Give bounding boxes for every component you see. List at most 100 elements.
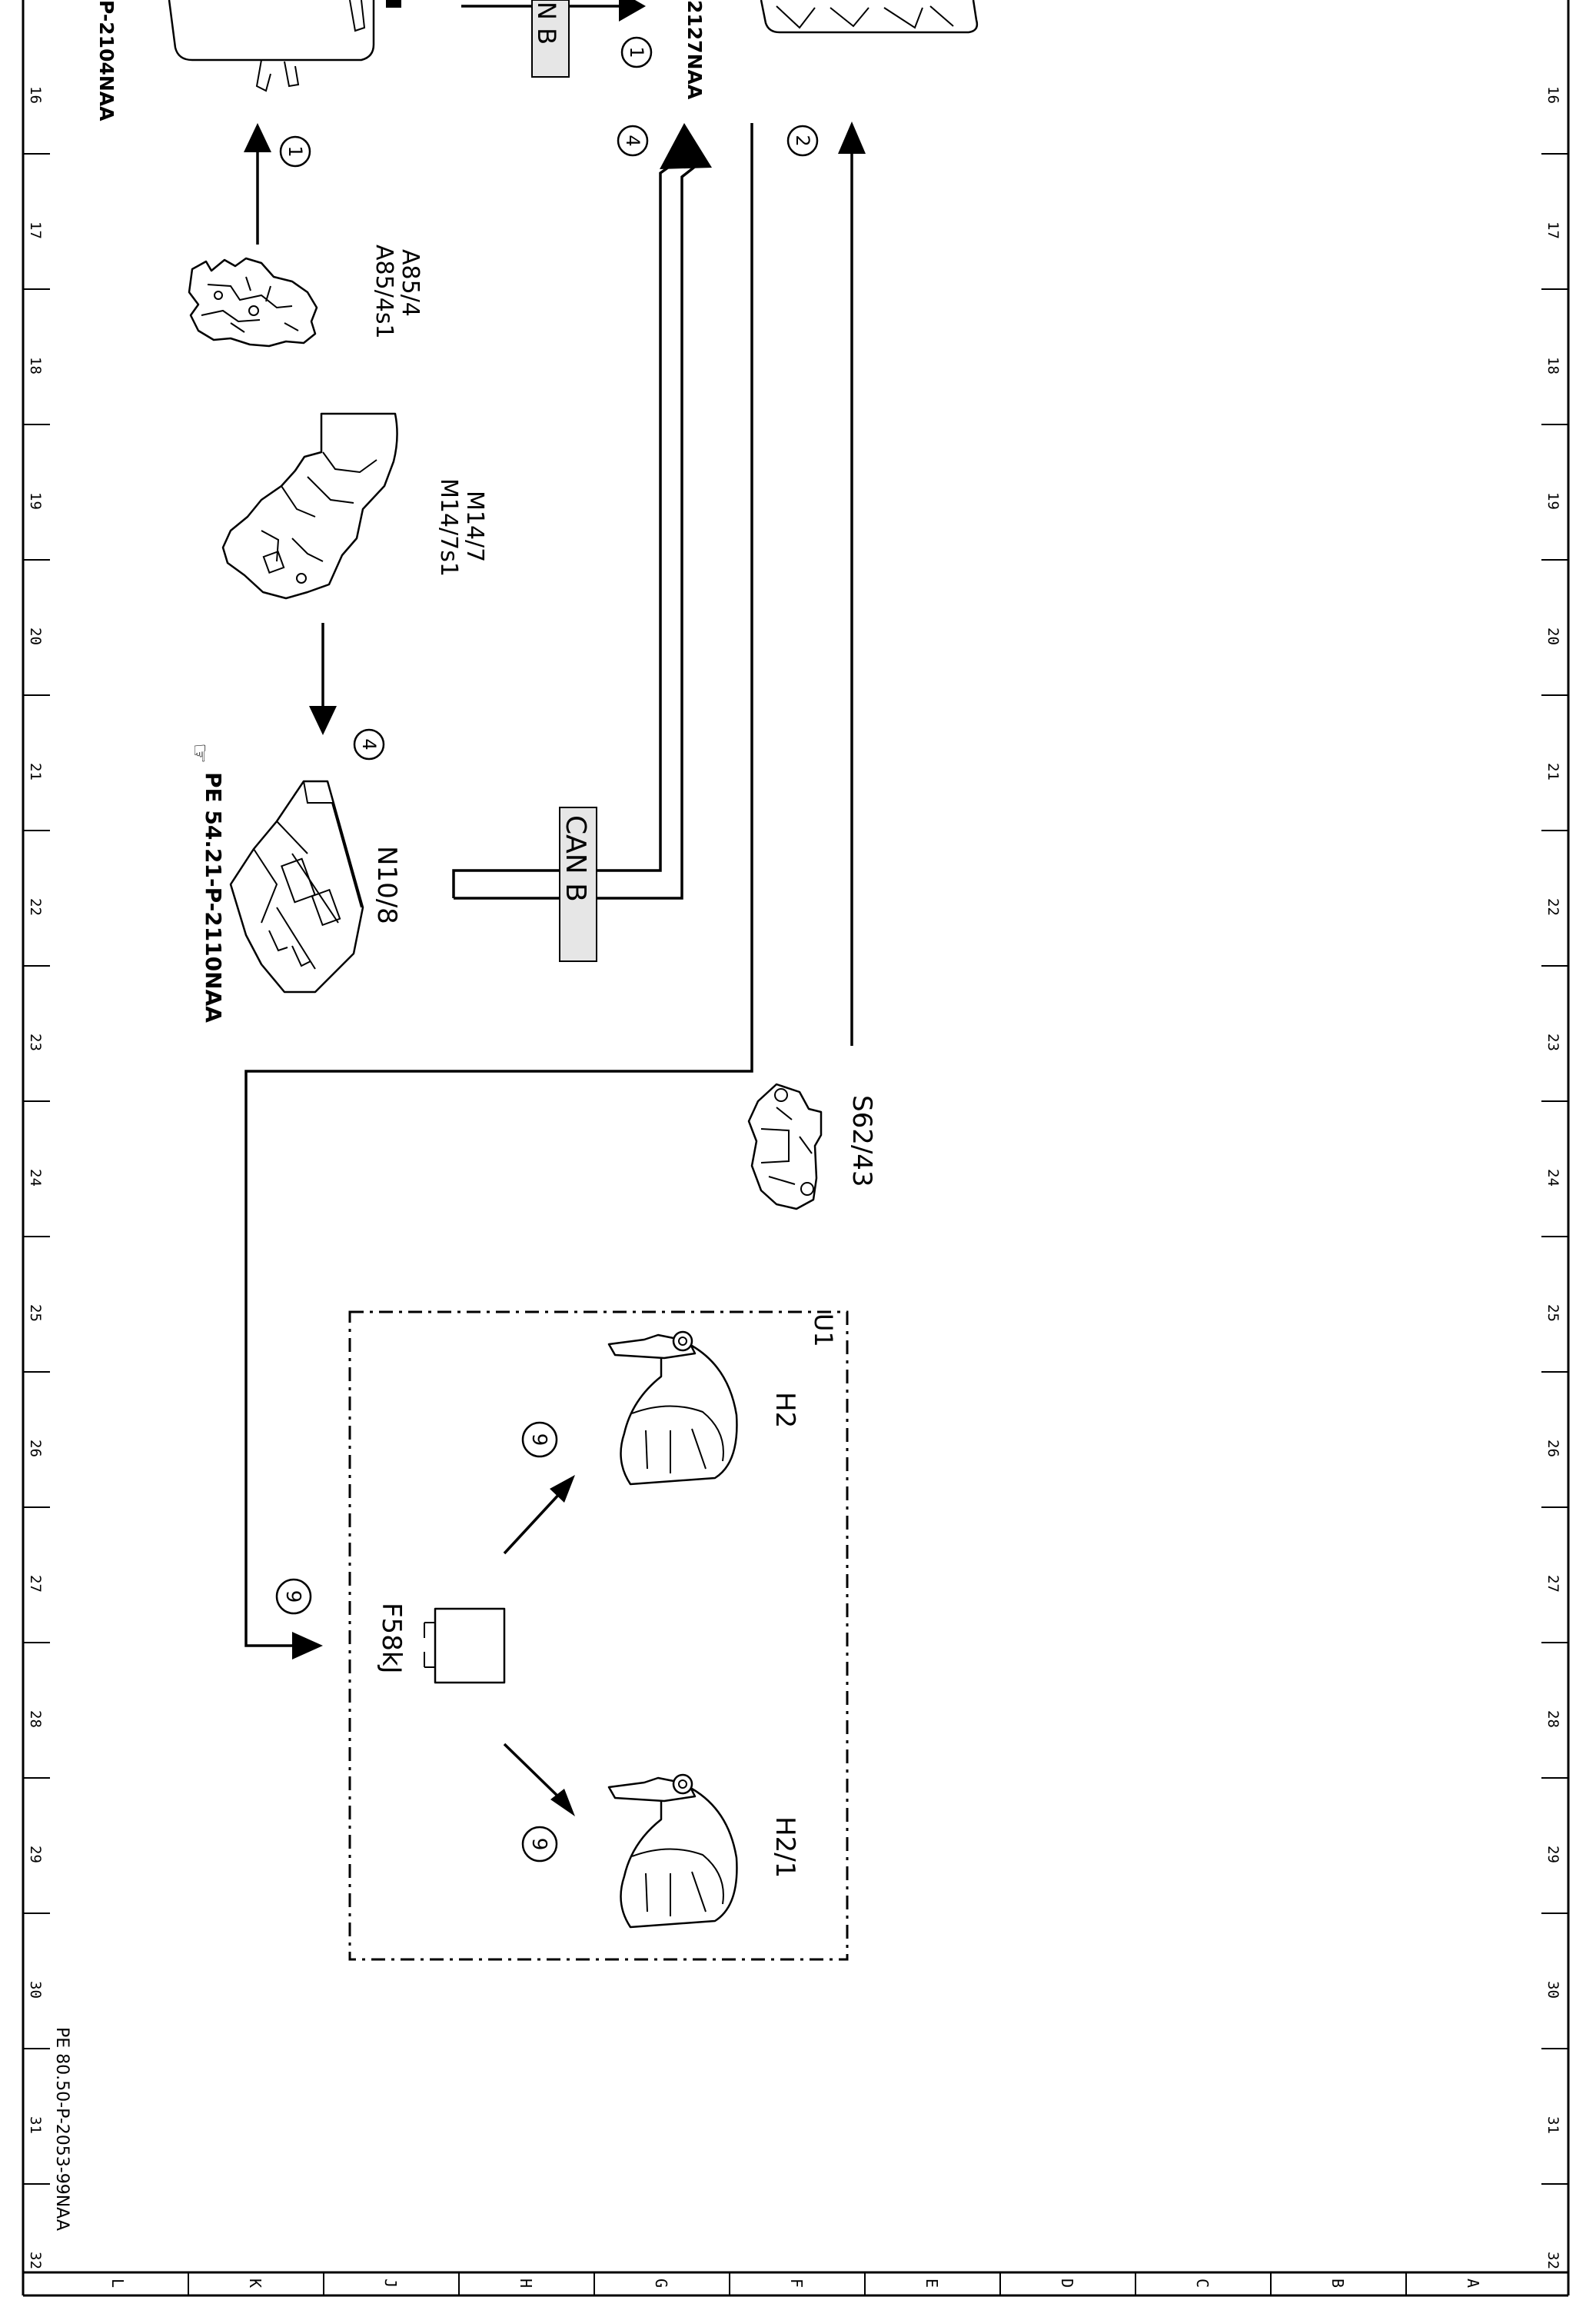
- callout-4-mid: 4: [353, 728, 385, 761]
- arrow-to-h2: [503, 1490, 563, 1555]
- grid-row-25-left: 25: [27, 1304, 44, 1322]
- grid-row-21-right: 21: [1544, 763, 1561, 781]
- can-b-bus: CAN B: [452, 123, 712, 962]
- grid-row-30-right: 30: [1544, 1981, 1561, 1999]
- grid-row-26-left: 26: [27, 1440, 44, 1457]
- grid-row-23-right: 23: [1544, 1034, 1561, 1051]
- grid-row-16-right: 16: [1544, 86, 1561, 104]
- m14-7s1-label: M14/7s1: [435, 478, 462, 577]
- grid-row-29-left: 29: [27, 1846, 44, 1863]
- top-right-connector-partial: [760, 0, 979, 34]
- svg-text:4: 4: [358, 738, 380, 750]
- grid-row-18-left: 18: [27, 357, 44, 375]
- grid-col-A: A: [1464, 2279, 1482, 2288]
- grid-col-H: H: [517, 2279, 535, 2288]
- callout-1-left: 1: [279, 135, 311, 168]
- n10-8-label: N10/8: [371, 846, 402, 924]
- main-feed-wire: [244, 123, 753, 1660]
- grid-row-19-left: 19: [27, 492, 44, 510]
- can-b-label: CAN B: [560, 815, 591, 902]
- h2-1-label: H2/1: [770, 1816, 800, 1878]
- grid-row-22-right: 22: [1544, 898, 1561, 916]
- grid-row-24-left: 24: [27, 1169, 44, 1187]
- svg-text:1: 1: [626, 46, 647, 58]
- u1-label: U1: [809, 1313, 838, 1347]
- f58kj-label: F58kJ: [376, 1603, 407, 1674]
- grid-row-19-right: 19: [1544, 492, 1561, 510]
- grid-row-29-right: 29: [1544, 1846, 1561, 1863]
- grid-row-20-left: 20: [27, 628, 44, 645]
- pe-reference-text: PE 54.21-P-2110NAA: [201, 772, 226, 1023]
- top-can-b-partial-link: N B: [461, 0, 646, 78]
- top-partial-ref: 2127NAA: [683, 0, 706, 100]
- callout-9-main: 9: [275, 1578, 312, 1615]
- svg-text:4: 4: [622, 135, 643, 146]
- svg-text:1: 1: [284, 145, 306, 157]
- grid-row-32-right: 32: [1544, 2252, 1561, 2269]
- top-left-module-partial: P-2104NAA: [95, 0, 401, 122]
- fuse-f58kj: [424, 1607, 506, 1684]
- grid-row-23-left: 23: [27, 1034, 44, 1051]
- u1-enclosure: U1: [348, 1310, 849, 1961]
- grid-row-20-right: 20: [1544, 628, 1561, 645]
- svg-text:2: 2: [792, 135, 813, 146]
- hand-pointer-icon: ☞: [186, 743, 213, 764]
- grid-row-17-right: 17: [1544, 221, 1561, 239]
- grid-col-B: B: [1328, 2279, 1347, 2288]
- horn-h2: [607, 1330, 738, 1486]
- arrow-can-b-up: [660, 123, 712, 169]
- grid-row-17-left: 17: [27, 221, 44, 239]
- grid-row-28-right: 28: [1544, 1710, 1561, 1728]
- grid-col-L: L: [108, 2279, 127, 2288]
- grid-row-28-left: 28: [27, 1710, 44, 1728]
- grid-row-18-right: 18: [1544, 357, 1561, 375]
- callout-4-top: 4: [617, 125, 649, 157]
- grid-row-labels: 16 17 18 19 20 21 22 23 24 25 26 27 28 2…: [23, 86, 1568, 2269]
- grid-col-J: J: [381, 2279, 400, 2288]
- grid-row-24-right: 24: [1544, 1169, 1561, 1187]
- svg-text:9: 9: [527, 1838, 550, 1851]
- callout-1-mid: 1: [620, 36, 653, 68]
- callout-9-h2-1: 9: [521, 1826, 558, 1863]
- arrow-s62-up: [838, 122, 866, 154]
- grid-column-labels: L K J H G F E D C B A: [108, 2272, 1482, 2295]
- s62-43-label: S62/43: [846, 1095, 877, 1187]
- grid-row-32-left: 32: [27, 2252, 44, 2269]
- grid-row-25-right: 25: [1544, 1304, 1561, 1322]
- a85-4-label: A85/4: [397, 249, 424, 317]
- left-partial-ref: P-2104NAA: [95, 0, 118, 122]
- arrow-m14-down: [309, 706, 337, 735]
- horn-h2-1: [607, 1773, 738, 1929]
- switch-s62-43: [747, 1083, 823, 1210]
- callout-2: 2: [786, 125, 819, 157]
- grid-row-30-left: 30: [27, 1981, 44, 1999]
- grid-row-27-right: 27: [1544, 1575, 1561, 1593]
- a85-4s1-label: A85/4s1: [371, 245, 397, 339]
- grid-col-E: E: [923, 2279, 941, 2288]
- door-lock-unit-a85-4: [188, 257, 318, 348]
- callout-9-h2: 9: [521, 1421, 558, 1458]
- grid-col-F: F: [787, 2279, 806, 2288]
- grid-row-31-right: 31: [1544, 2116, 1561, 2134]
- arrow-a85-up: [244, 123, 271, 152]
- arrow-to-h2-1: [503, 1743, 563, 1801]
- can-b-partial-label: N B: [532, 2, 561, 45]
- grid-col-D: D: [1058, 2279, 1076, 2288]
- grid-row-21-left: 21: [27, 763, 44, 781]
- actuator-m14-7: [221, 412, 398, 600]
- document-reference: PE 80.50-P-2053-99NAA: [52, 2027, 71, 2231]
- grid-row-26-right: 26: [1544, 1440, 1561, 1457]
- grid-row-22-left: 22: [27, 898, 44, 916]
- pe-reference: ☞ PE 54.21-P-2110NAA: [186, 743, 226, 1023]
- svg-text:9: 9: [281, 1590, 304, 1603]
- grid-col-C: C: [1193, 2279, 1212, 2288]
- h2-label: H2: [770, 1392, 800, 1428]
- m14-7-label: M14/7: [461, 491, 488, 562]
- grid-row-27-left: 27: [27, 1575, 44, 1593]
- control-module-n10-8: [229, 780, 364, 994]
- grid-col-K: K: [246, 2279, 264, 2288]
- grid-row-31-left: 31: [27, 2116, 44, 2134]
- grid-col-G: G: [652, 2279, 670, 2288]
- svg-text:9: 9: [527, 1433, 550, 1446]
